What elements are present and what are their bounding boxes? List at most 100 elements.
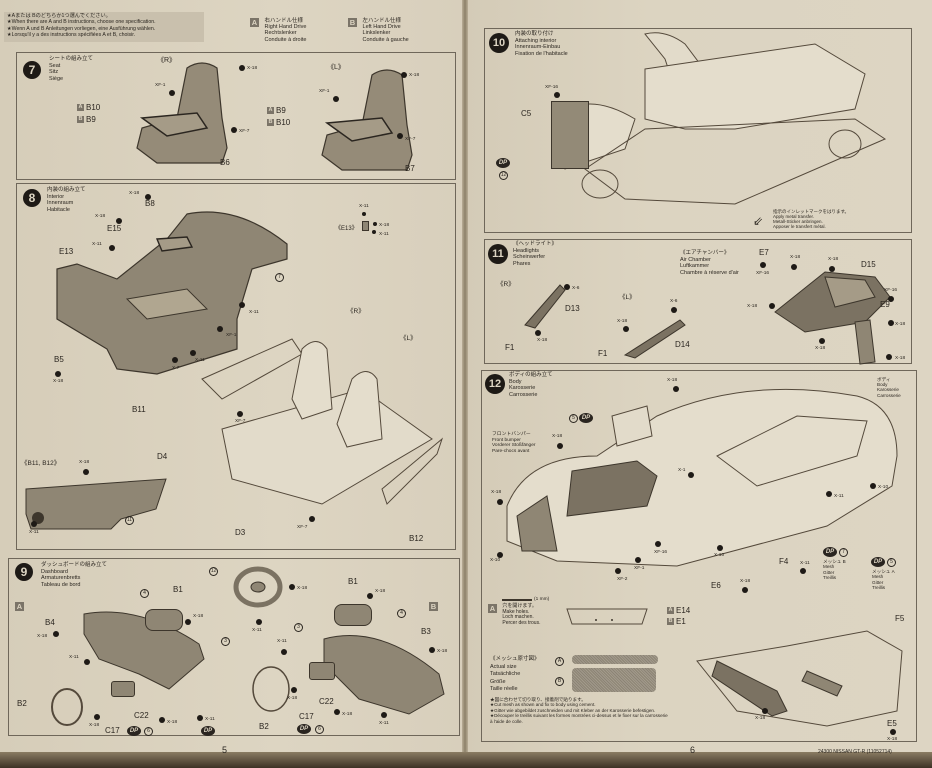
mesh-size-de: Tatsächliche [490, 671, 521, 677]
paint-code: X-18 [379, 223, 390, 228]
paint-dot [819, 338, 825, 344]
ab-notice: ★Aまたは Bのどちらか1つ選んでください。 ★When there are A… [4, 12, 204, 42]
step-12-en: Body [509, 378, 522, 385]
paint-dot [497, 552, 503, 558]
part-c22-b: C22 [319, 697, 334, 706]
dashboard-b-drawing [323, 635, 445, 715]
side-l-label: 《L》 [400, 335, 417, 342]
paint-code: X-11 [69, 655, 79, 660]
paint-code: X-18 [89, 723, 100, 728]
mesh-a-label: メッシュ A Mesh Gitter Treillis [872, 569, 895, 591]
paint-code: XF-7 [239, 129, 250, 134]
step-11-en: Headlights [513, 247, 539, 254]
spec-a-badge: A [250, 18, 259, 27]
spec-a-fr: Conduite à droite [264, 36, 307, 43]
paint-code: X-18 [437, 649, 448, 654]
step-9-a-badge: A [15, 602, 24, 611]
spec-b-de: Linkslenker [362, 30, 391, 37]
step-12-title: ボディの組み立て Body Karosserie Carrosserie [509, 372, 553, 398]
paint-dot [870, 483, 876, 489]
paint-dot [190, 350, 196, 356]
paint-code: X-18 [552, 434, 563, 439]
side-r-label: 《R》 [347, 308, 365, 315]
step-9-de: Armaturenbretts [41, 575, 81, 582]
part-f4: F4 [779, 557, 789, 566]
paint-code: XF-7 [297, 525, 308, 530]
paint-dot [217, 326, 223, 332]
step-9-title: ダッシュボードの組み立て Dashboard Armaturenbretts T… [41, 562, 107, 588]
seat-l-drawing [321, 69, 413, 171]
step-7-fr: Siège [49, 75, 64, 82]
step-10-panel: 10 内装の取り付け Attaching interior Innenraum-… [484, 28, 912, 233]
dp-badge-mesh-a: DP [871, 557, 885, 567]
part-b4: B4 [45, 618, 55, 627]
paint-dot [237, 411, 243, 417]
part-c22-a: C22 [134, 711, 149, 720]
rear-interior-drawing [56, 211, 288, 375]
seat-l-side: 《L》 [327, 64, 345, 71]
step-11-jp: 《ヘッドライト》 [513, 241, 558, 247]
paint-code: X-18 [53, 379, 64, 384]
part-c17-a: C17 [105, 726, 120, 735]
step-10-en: Attaching interior [515, 37, 557, 44]
paint-code: X-18 [129, 191, 140, 196]
paint-dot [886, 354, 892, 360]
paint-dot [373, 222, 377, 226]
dp-ref-a: 6 [144, 727, 153, 736]
front-bumper-fr: Pare-chocs avant [492, 448, 530, 454]
mesh-a-marker: A [555, 657, 564, 666]
paint-code: X-6 [572, 286, 580, 291]
step-9-jp: ダッシュボードの組み立て [41, 562, 108, 568]
paint-code: X-18 [409, 73, 420, 78]
paint-code: X-11 [29, 530, 39, 535]
b1-panel-b [334, 604, 372, 626]
paint-code: X-18 [667, 378, 678, 383]
paint-dot [535, 330, 541, 336]
spec-b-jp: 左ハンドル仕様 [362, 18, 402, 24]
paint-dot [31, 521, 37, 527]
ref-step-12: 12 [209, 567, 218, 576]
mesh-size-label: 《メッシュ原寸図》 Actual size Tatsächliche Größe… [490, 656, 540, 694]
paint-code: X-18 [747, 304, 758, 309]
headlight-r-drawing [524, 284, 566, 329]
mesh-b-label: メッシュ B Mesh Gitter Treillis [823, 559, 846, 581]
paint-code: X-6 [670, 299, 678, 304]
hole-scale: (1 mm) [534, 597, 550, 602]
step-9-fr: Tableau de bord [41, 581, 81, 588]
paint-code: X-18 [247, 66, 258, 71]
steering-wheel-drawing [233, 566, 283, 608]
spec-b-en: Left Hand Drive [362, 24, 401, 31]
step-9-number: 9 [15, 563, 33, 581]
body-label: ボディ Body Karosserie Carrosserie [877, 377, 901, 398]
ref-step-11: 11 [125, 516, 134, 525]
mesh-a-de: Gitter [872, 579, 884, 585]
door-panel-drawing [25, 478, 167, 530]
step-8-title: 内装の組み立て Interior Innenraum Habitacle [47, 187, 86, 213]
paint-dot [673, 386, 679, 392]
seat-l-base-part: B7 [405, 164, 415, 173]
air-chamber-de: Luftkammer [680, 263, 710, 270]
paint-dot [829, 266, 835, 272]
spec-b-fr: Conduite à gauche [362, 36, 409, 43]
paint-dot [800, 568, 806, 574]
paint-dot [239, 302, 245, 308]
step-8-jp: 内装の組み立て [47, 187, 86, 193]
dp-badge-b: DP [297, 724, 311, 734]
paint-dot [53, 631, 59, 637]
step-9-b-badge: B [429, 602, 438, 611]
paint-dot [791, 264, 797, 270]
paint-code: X-11 [249, 310, 259, 315]
paint-code: XF-16 [756, 271, 770, 276]
part-b12: B12 [409, 534, 424, 543]
paint-dot [145, 194, 151, 200]
transfer-note: 指示のインレットマークをはります。 Apply metal transfer. … [773, 209, 849, 229]
paint-code: X-1 [678, 468, 686, 473]
paint-code: XF-1 [226, 333, 237, 338]
paint-code: XF-7 [405, 137, 416, 142]
mesh-note-fr: ★Découper le treillis suivant les formes… [490, 713, 668, 724]
mesh-note: ★図に合わせて切り取り、接着剤で貼ります。 ★Cut mesh as shown… [490, 697, 670, 724]
mesh-b-de: Gitter [823, 569, 835, 575]
paint-code: X-10 [490, 558, 501, 563]
